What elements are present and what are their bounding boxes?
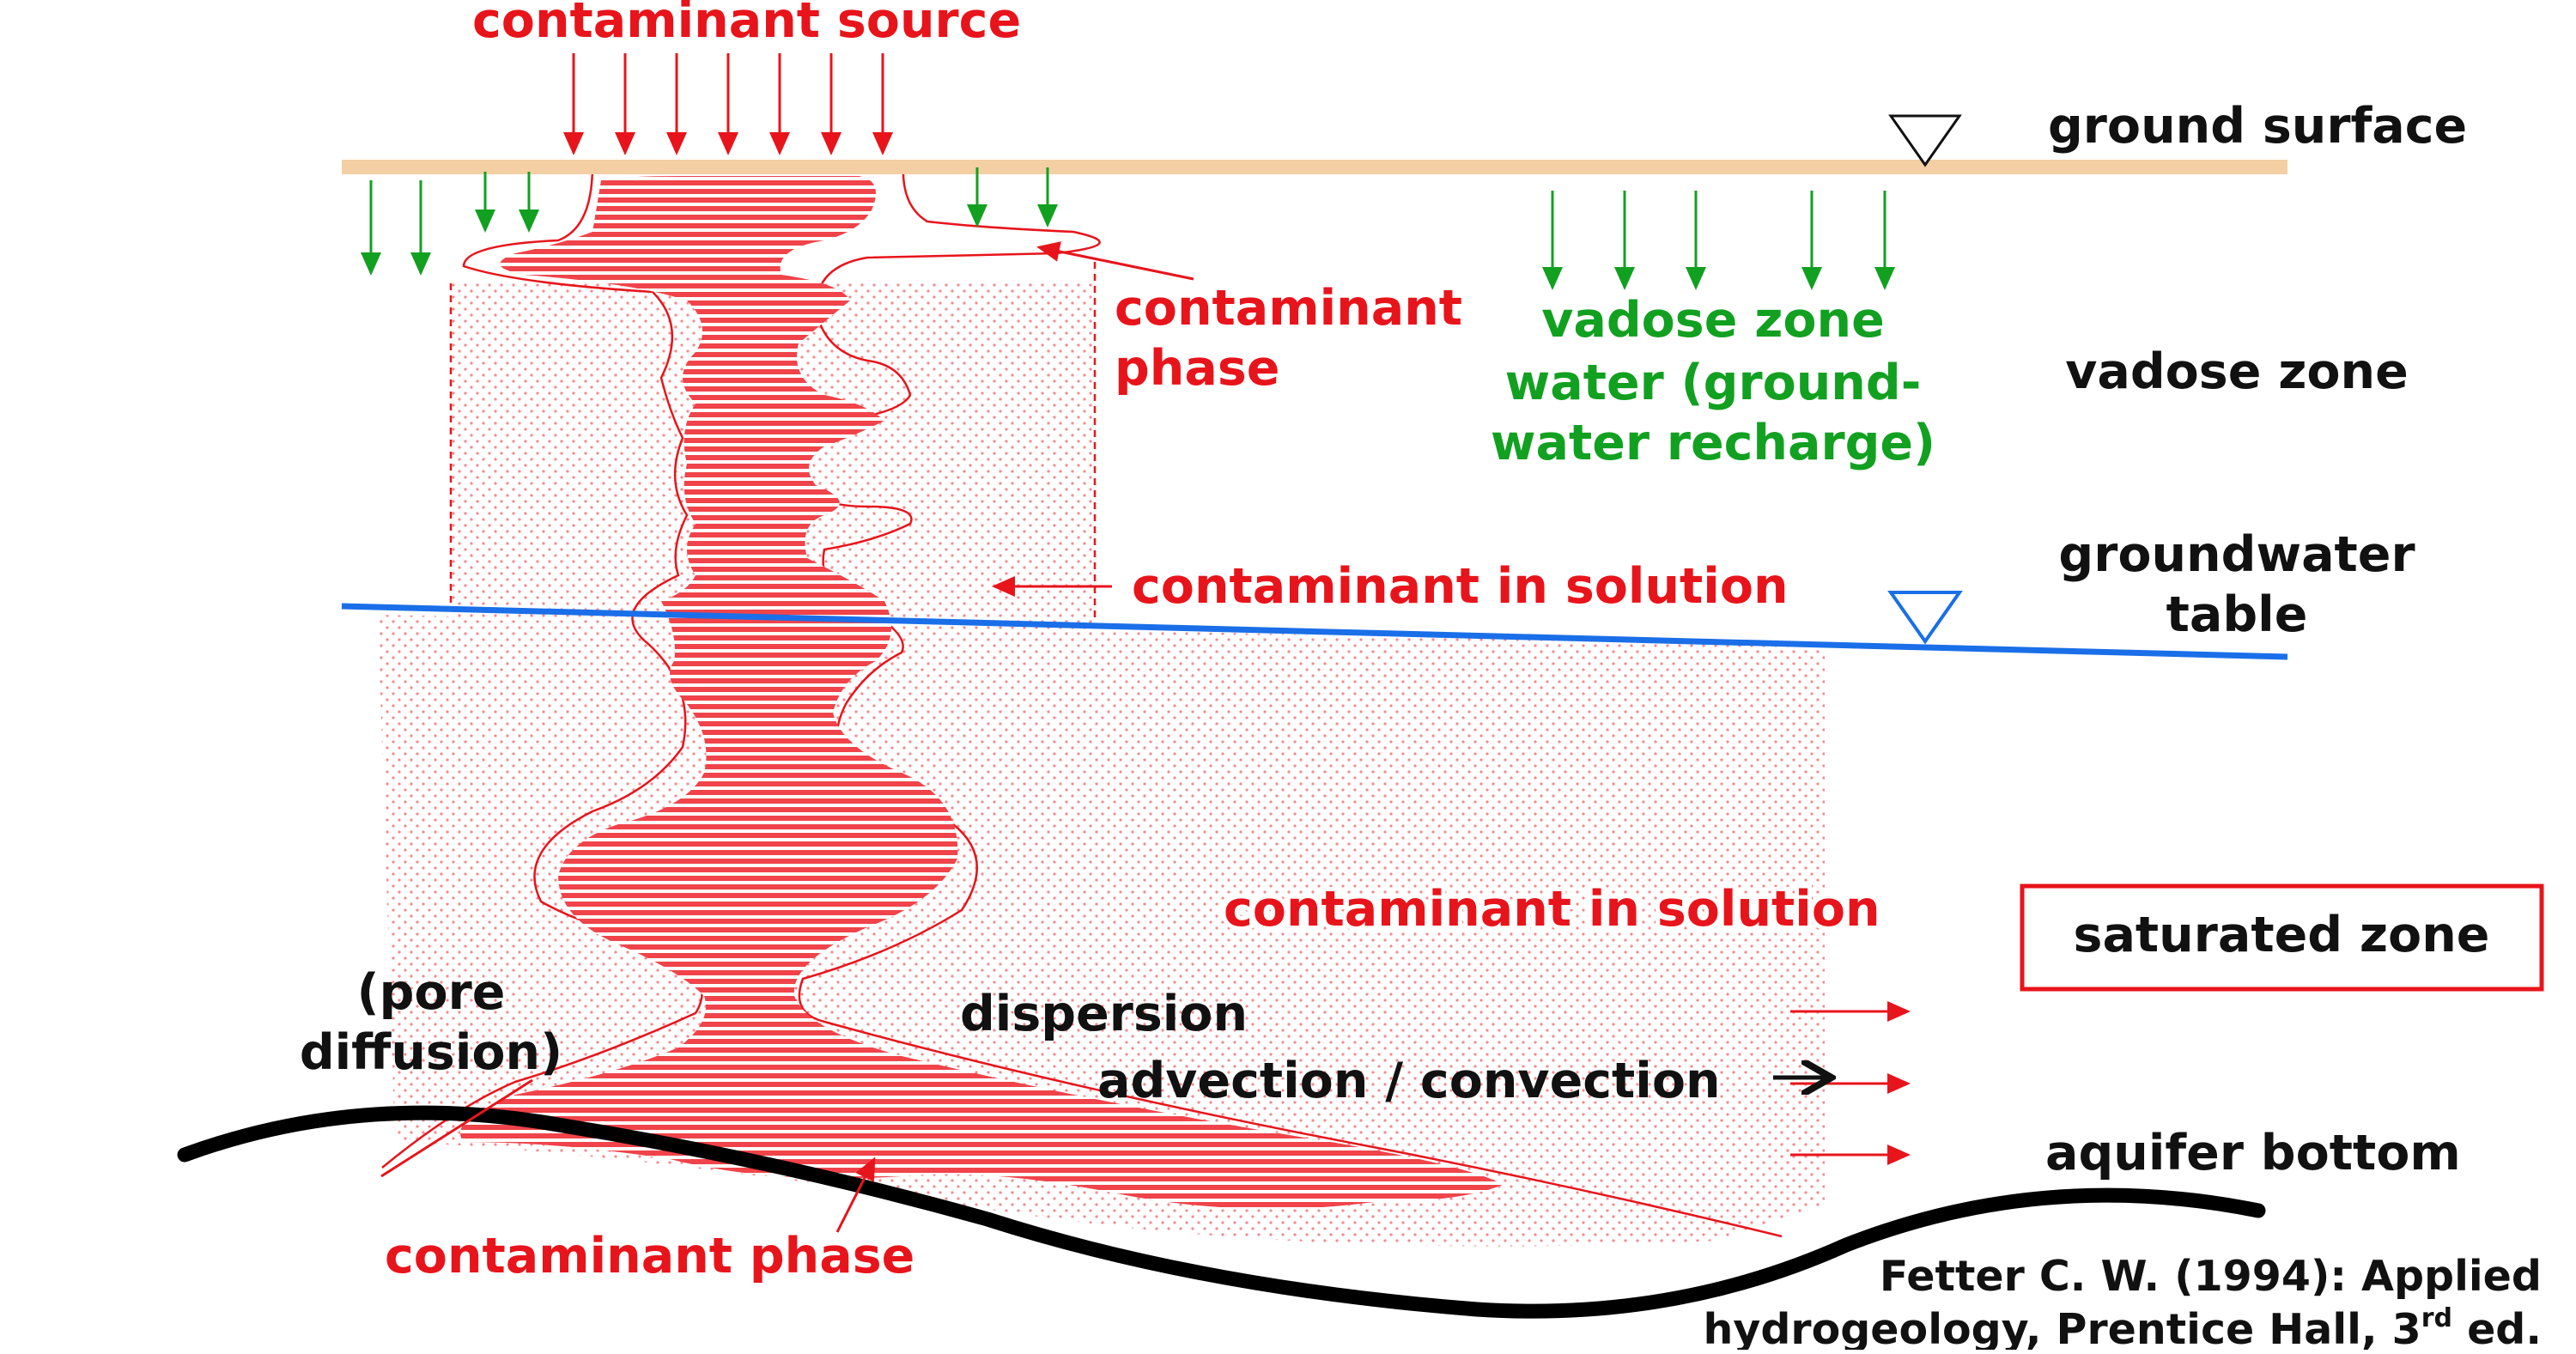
contaminant-phase-top-label-line1: contaminant [1115,280,1462,337]
groundwater-table-label-line1: groundwater [2058,526,2415,583]
saturated-zone-label: saturated zone [2074,907,2490,963]
contaminant-phase-top-label-line2: phase [1115,340,1279,397]
groundwater-table-line [341,603,2288,660]
citation-line2: hydrogeology, Prentice Hall, 3rd ed. [1704,1303,2543,1350]
recharge-arrows [361,167,1895,290]
ground-surface-marker-icon [1888,114,1962,167]
pore-diffusion-label-line2: diffusion) [300,1024,562,1081]
vadose-zone-label: vadose zone [2065,343,2409,400]
dispersion-label: dispersion [960,986,1248,1042]
contaminant-source-label: contaminant source [472,0,1021,49]
pore-diffusion-pointer [380,1078,533,1178]
contaminant-solution-lower-label: contaminant in solution [1224,881,1880,938]
vadose-water-label-line3: water recharge) [1491,415,1935,471]
contaminant-source-arrows [563,53,893,155]
contaminant-phase-bottom-pointer [835,1157,876,1233]
advection-convection-label: advection / convection [1097,1053,1721,1109]
pore-diffusion-label-line1: (pore [357,964,506,1021]
contaminant-phase-bottom-label: contaminant phase [385,1228,914,1284]
groundwater-table-label-line2: table [2166,586,2308,643]
citation-line1: Fetter C. W. (1994): Applied [1880,1252,2542,1301]
contaminant-phase-body [460,176,1503,1209]
aquifer-bottom-label: aquifer bottom [2045,1125,2461,1181]
ground-surface-band [342,160,2287,174]
contaminant-phase-top-pointer [1036,241,1194,281]
citation-line2-superscript: rd [2421,1303,2452,1333]
saturated-zone-box [2020,883,2544,992]
aquifer-bottom-line [177,1105,2266,1319]
citation-line2-suffix: ed. [2452,1305,2542,1350]
vadose-water-label-line1: vadose zone [1541,292,1885,349]
contaminant-solution-upper-label: contaminant in solution [1132,558,1789,615]
citation-line2-prefix: hydrogeology, Prentice Hall, 3 [1704,1305,2421,1350]
vadose-water-label-line2: water (ground- [1505,355,1922,411]
contaminant-phase-envelope [381,165,1783,1238]
water-table-marker-icon [1887,591,1963,645]
pointer-arrows [835,241,1911,1233]
ground-surface-label: ground surface [2048,98,2467,155]
